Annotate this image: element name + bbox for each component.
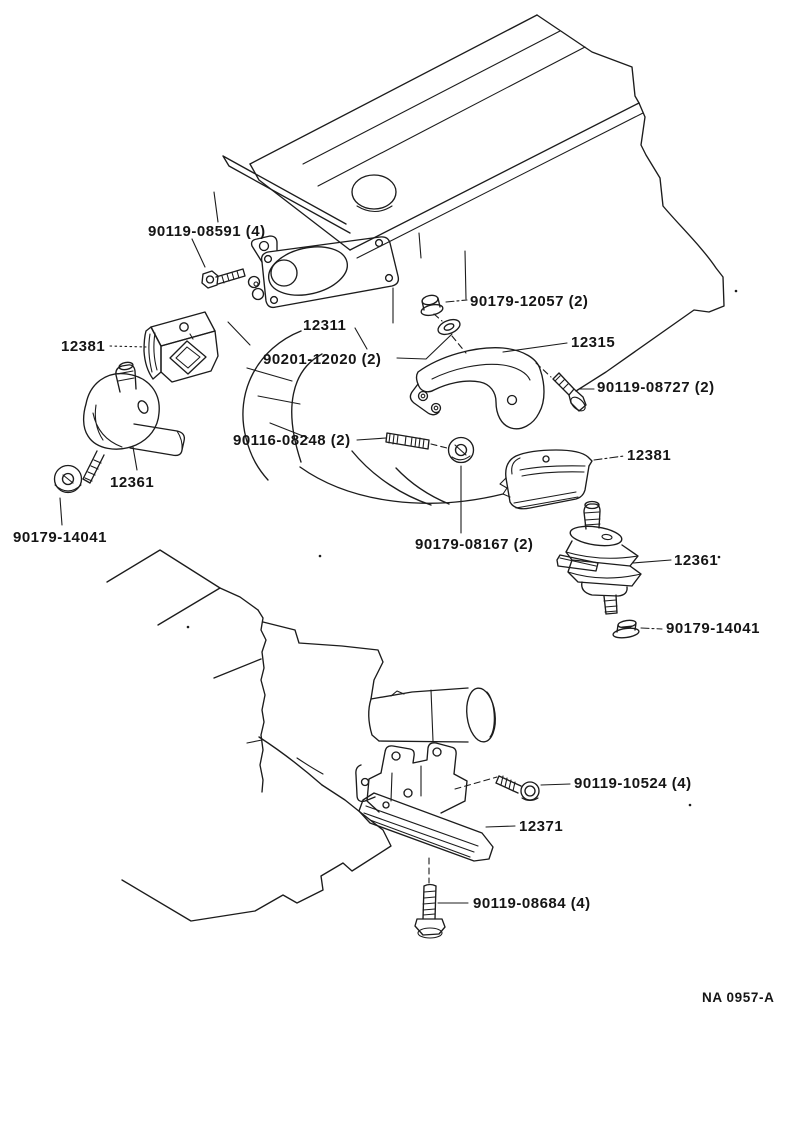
- water-inlet-12311-drawing: [247, 235, 400, 309]
- bolt-90119-08727-drawing: [552, 372, 587, 412]
- leader-12381-right: [593, 455, 625, 461]
- part-label-90116-08248: 90116-08248 (2): [233, 432, 351, 449]
- part-label-90179-14041-right: 90179-14041: [666, 620, 760, 637]
- part-label-90119-08684: 90119-08684 (4): [473, 895, 591, 912]
- cooling-fan-drawing: [227, 321, 504, 506]
- bracket-12381-left-drawing: [143, 311, 219, 383]
- part-label-90119-10524: 90119-10524 (4): [574, 775, 692, 792]
- part-label-12381-left: 12381: [61, 338, 105, 355]
- engine-mount-12361-left-drawing: [82, 361, 186, 484]
- leader-12371: [485, 825, 516, 828]
- bolt-90119-10524-drawing: [495, 775, 540, 802]
- part-label-12311: 12311: [303, 317, 346, 334]
- axis-stud-to-nut: [430, 443, 448, 449]
- part-label-12315: 12315: [571, 334, 615, 351]
- bolt-90119-08591-drawing: [201, 268, 246, 289]
- leader-12361-left: [132, 446, 138, 471]
- engine-mount-12361-right-drawing: [556, 500, 721, 615]
- part-label-90179-08167: 90179-08167 (2): [415, 536, 533, 553]
- engine-block-drawing: [222, 14, 738, 392]
- part-label-12361-right: 12361: [674, 552, 718, 569]
- leader-90116-08248: [356, 437, 387, 441]
- part-label-90179-12057: 90179-12057 (2): [470, 293, 588, 310]
- part-label-90179-14041-left: 90179-14041: [13, 529, 107, 546]
- nut-90179-12057-drawing: [420, 294, 444, 317]
- stud-90116-08248-drawing: [385, 432, 430, 450]
- rear-mount-12371-drawing: [355, 742, 494, 862]
- axis-12371-to-bolt-10524: [454, 776, 498, 790]
- drawing-code: NA 0957-A: [702, 990, 774, 1005]
- part-label-12371: 12371: [519, 818, 563, 835]
- oil-filler-cap: [351, 174, 397, 210]
- bracket-12315-drawing: [409, 347, 545, 430]
- transmission-drawing: [106, 549, 692, 922]
- part-label-12361-left: 12361: [110, 474, 154, 491]
- leader-90201-12020: [396, 333, 453, 360]
- leader-90179-14041-right: [640, 627, 663, 630]
- leader-90119-10524: [540, 783, 571, 786]
- part-label-12381-right: 12381: [627, 447, 671, 464]
- leader-90179-14041-left: [59, 497, 63, 526]
- washer-90201-12020-drawing: [437, 318, 461, 336]
- part-label-90119-08591: 90119-08591 (4): [148, 223, 266, 240]
- part-labels: 90119-08591 (4) 12311 90179-12057 (2) 12…: [13, 223, 760, 912]
- leader-12361-right: [632, 559, 672, 564]
- leader-90179-12057: [445, 299, 468, 303]
- leader-lines: [59, 191, 672, 904]
- leader-12315: [502, 342, 568, 353]
- nut-90179-14041-right-drawing: [612, 619, 640, 639]
- bracket-12381-right-drawing: [499, 449, 593, 510]
- nut-90179-08167-drawing: [447, 436, 475, 464]
- leader-90119-08591-upper: [213, 191, 219, 223]
- nut-90179-14041-left-drawing: [53, 464, 83, 494]
- axis-12315-to-bolt: [535, 362, 552, 378]
- part-label-90119-08727: 90119-08727 (2): [597, 379, 715, 396]
- part-label-90201-12020: 90201-12020 (2): [263, 351, 381, 368]
- axis-washer-to-12315: [451, 335, 467, 354]
- leader-90119-08591: [191, 238, 206, 268]
- axis-nut-to-washer: [433, 313, 443, 322]
- leader-12381-left: [109, 345, 147, 348]
- bolt-90119-08684-drawing: [414, 883, 446, 939]
